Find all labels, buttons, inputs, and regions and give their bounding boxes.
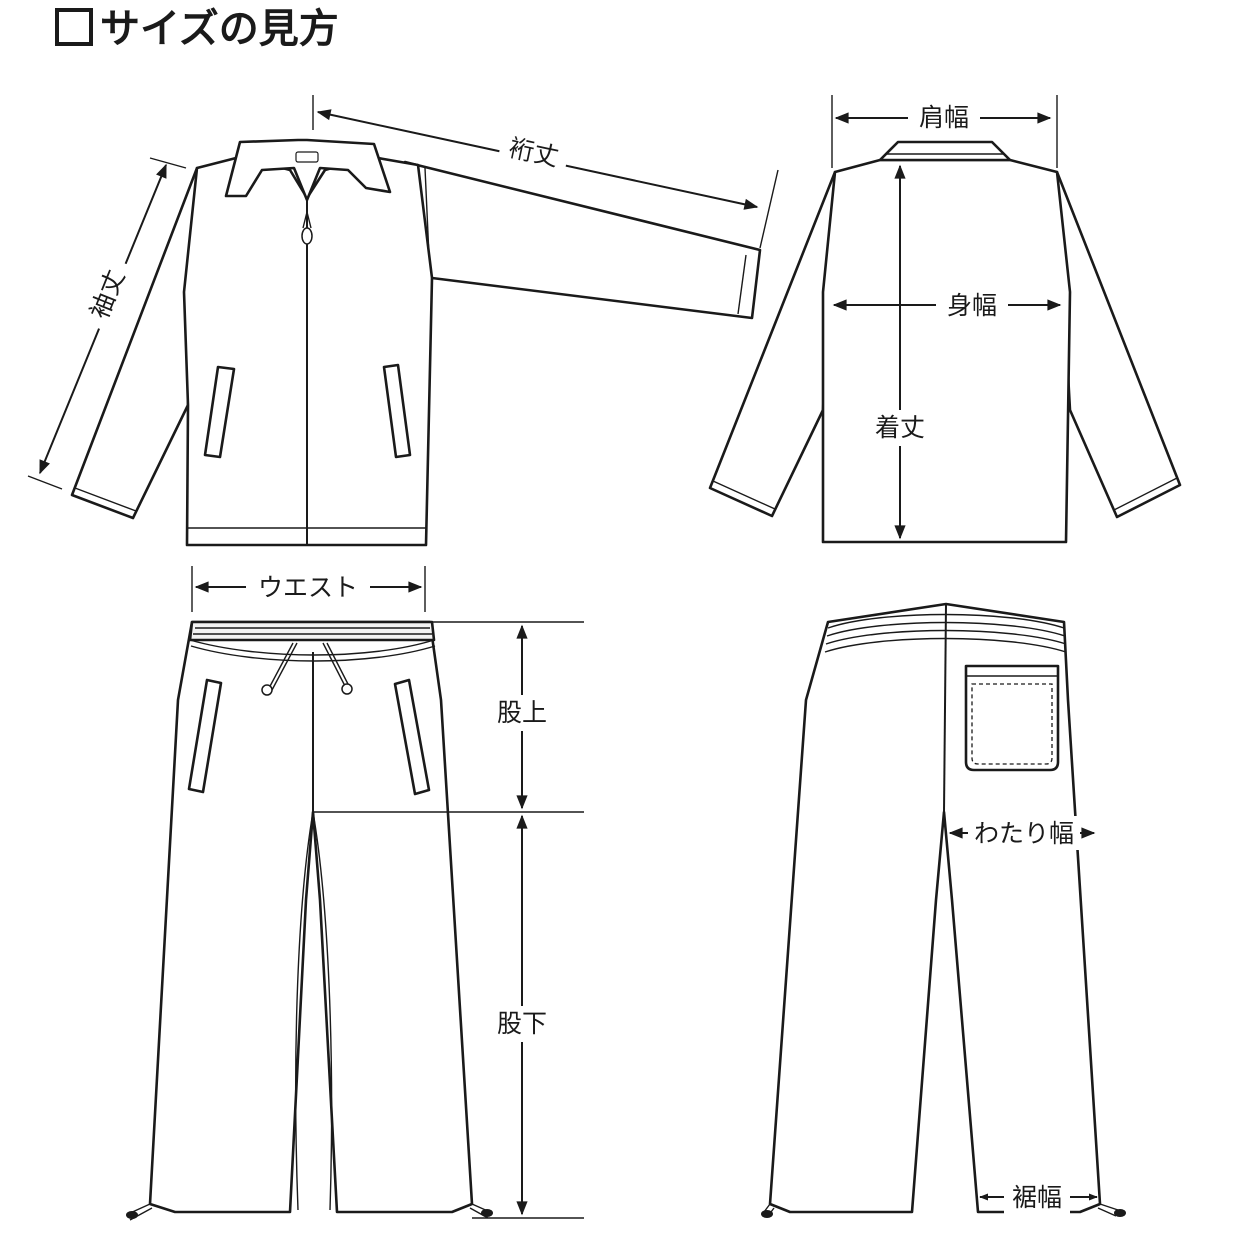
jacket-zipper-pull-icon	[302, 211, 312, 229]
hem-toggle-back-right-icon	[1114, 1209, 1126, 1217]
jacket-back-right-cuff	[1113, 477, 1178, 511]
yuki-dimension: 裄丈	[312, 95, 779, 249]
pants-front-right-pocket	[393, 678, 431, 796]
jacket-back-body	[821, 158, 1072, 544]
pants-back-center-seam	[943, 603, 947, 813]
pants-front-illustration	[126, 620, 493, 1221]
jacket-zipper-tab	[301, 227, 313, 245]
katahaba-label: 肩幅	[919, 103, 969, 132]
jacket-back-illustration	[708, 140, 1182, 544]
pants-back-right-hem-cord	[1097, 1203, 1119, 1217]
jacket-back-right-sleeve	[1055, 170, 1182, 519]
rise-inseam-dimension: 股上 股下	[313, 621, 584, 1219]
hem-toggle-back-left-icon	[761, 1210, 773, 1218]
hem-toggle-right-icon	[481, 1209, 493, 1217]
watari-dimension: わたり幅	[948, 816, 1096, 850]
jacket-back-left-sleeve	[708, 170, 837, 518]
jacket-back-collar	[878, 140, 1012, 162]
jacket-left-pocket	[203, 365, 236, 459]
jacket-right-cuff	[737, 254, 747, 315]
drawstring-stopper-right-icon	[341, 683, 353, 695]
jacket-left-sleeve	[70, 166, 199, 520]
watari-label: わたり幅	[974, 819, 1074, 848]
jacket-right-pocket	[382, 363, 412, 459]
page-title: サイズの見方	[100, 6, 339, 52]
jacket-right-sleeve	[403, 160, 762, 320]
kitake-label: 着丈	[875, 413, 925, 442]
katahaba-dimension: 肩幅	[831, 95, 1058, 168]
waist-dimension: ウエスト	[191, 566, 426, 612]
pants-front-waistband	[188, 620, 436, 642]
mihaba-label: 身幅	[947, 291, 997, 320]
pants-front-left-pocket	[187, 678, 223, 794]
pants-back-illustration	[761, 602, 1126, 1218]
title: サイズの見方	[55, 6, 339, 52]
pants-back-pocket	[964, 664, 1060, 772]
hem-toggle-left-icon	[126, 1211, 138, 1219]
jacket-left-cuff	[74, 487, 137, 512]
mihaba-dimension: 身幅	[832, 288, 1062, 322]
pants-front-outline	[148, 620, 474, 1214]
jacket-front-illustration	[70, 138, 762, 547]
kitake-dimension: 着丈	[866, 164, 934, 540]
drawstring-stopper-left-icon	[261, 684, 273, 696]
waist-label: ウエスト	[258, 573, 358, 602]
matagami-label: 股上	[497, 698, 547, 727]
jacket-back-left-cuff	[712, 480, 776, 510]
pants-drawstring-right	[322, 642, 347, 689]
checkbox-square-icon	[55, 8, 93, 46]
susohaba-label: 裾幅	[1012, 1183, 1062, 1212]
pants-back-pocket-stitch	[971, 683, 1053, 765]
susohaba-dimension: 裾幅	[979, 1180, 1098, 1214]
matashita-label: 股下	[497, 1009, 547, 1038]
pants-drawstring-left	[267, 642, 294, 691]
